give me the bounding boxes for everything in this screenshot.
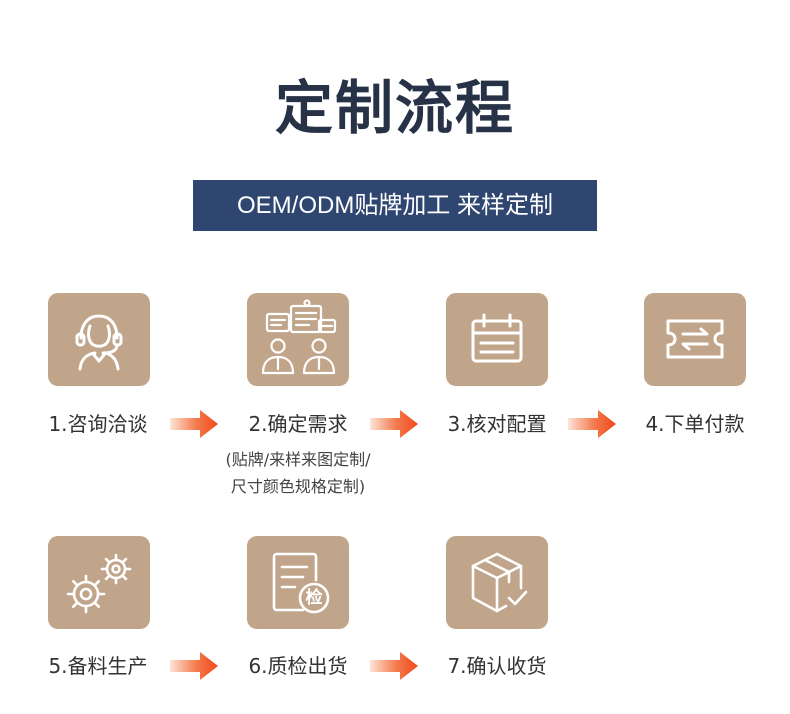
step-5-tile — [48, 536, 150, 629]
inspection-document-icon — [272, 552, 330, 614]
step-7-label: 7.确认收货 — [447, 654, 547, 678]
inspection-badge: 检 — [305, 588, 323, 608]
step-1-tile — [48, 293, 150, 386]
discussion-icon — [261, 299, 337, 375]
step-3-label: 3.核对配置 — [447, 412, 547, 436]
step-3-tile — [446, 293, 548, 386]
step-7-tile — [446, 536, 548, 629]
step-2-tile — [247, 293, 349, 386]
step-1-label: 1.咨询洽谈 — [48, 412, 148, 436]
step-6-label: 6.质检出货 — [248, 654, 348, 678]
page-title: 定制流程 — [274, 74, 515, 142]
step-2-note-line1: (贴牌/来样来图定制/ — [225, 450, 371, 469]
step-4-label: 4.下单付款 — [645, 412, 745, 436]
subtitle-banner: OEM/ODM贴牌加工 来样定制 — [193, 180, 597, 231]
calendar-icon — [471, 313, 523, 363]
ticket-exchange-icon — [666, 319, 724, 359]
step-6-tile: 检 — [247, 536, 349, 629]
arrow-right-icon — [170, 652, 218, 680]
step-2-label: 2.确定需求 — [248, 412, 348, 436]
step-2-note-line2: 尺寸颜色规格定制) — [230, 477, 366, 496]
arrow-right-icon — [370, 652, 418, 680]
gears-icon — [66, 553, 132, 614]
arrow-right-icon — [568, 410, 616, 438]
arrow-right-icon — [370, 410, 418, 438]
step-5-label: 5.备料生产 — [48, 654, 148, 678]
arrow-right-icon — [170, 410, 218, 438]
step-4-tile — [644, 293, 746, 386]
headset-person-icon — [75, 314, 123, 371]
package-check-icon — [471, 552, 528, 613]
